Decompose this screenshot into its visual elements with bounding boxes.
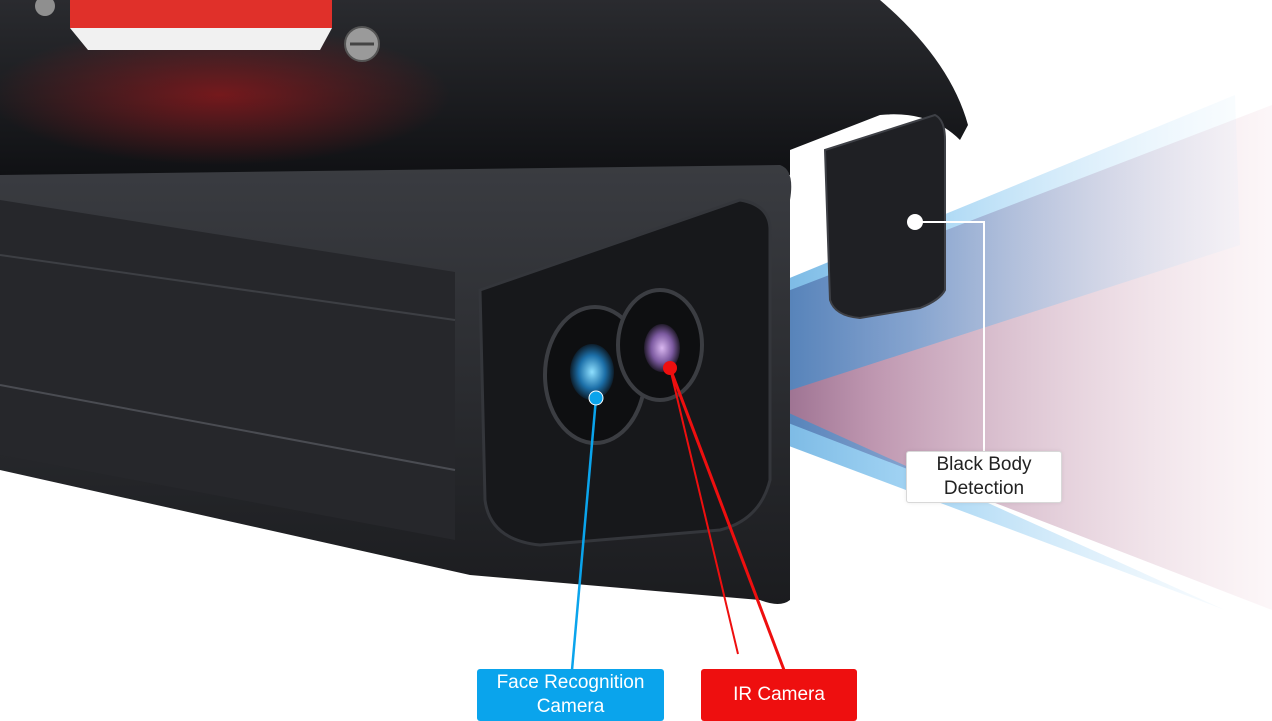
white-ring	[70, 28, 332, 50]
red-reflection	[0, 25, 450, 165]
black-body-marker-icon	[907, 214, 923, 230]
screw-icon	[35, 0, 55, 16]
red-lamp	[70, 0, 332, 28]
ir-camera-label: IR Camera	[701, 669, 857, 721]
ir-lens	[644, 324, 680, 372]
face-lens	[570, 344, 614, 400]
black-body-callout-line	[915, 221, 985, 452]
face-beam	[590, 95, 1240, 610]
ir-callout-line-b	[668, 367, 786, 671]
side-panel	[0, 200, 455, 540]
black-body-module	[823, 113, 946, 320]
face-recognition-camera-label: Face Recognition Camera	[477, 669, 664, 721]
face-marker-icon	[588, 390, 604, 406]
ir-callout-line-a	[669, 367, 739, 655]
black-body-detection-label: Black Body Detection	[906, 451, 1062, 503]
ir-marker-icon	[663, 361, 677, 375]
face-callout-line	[570, 397, 598, 671]
